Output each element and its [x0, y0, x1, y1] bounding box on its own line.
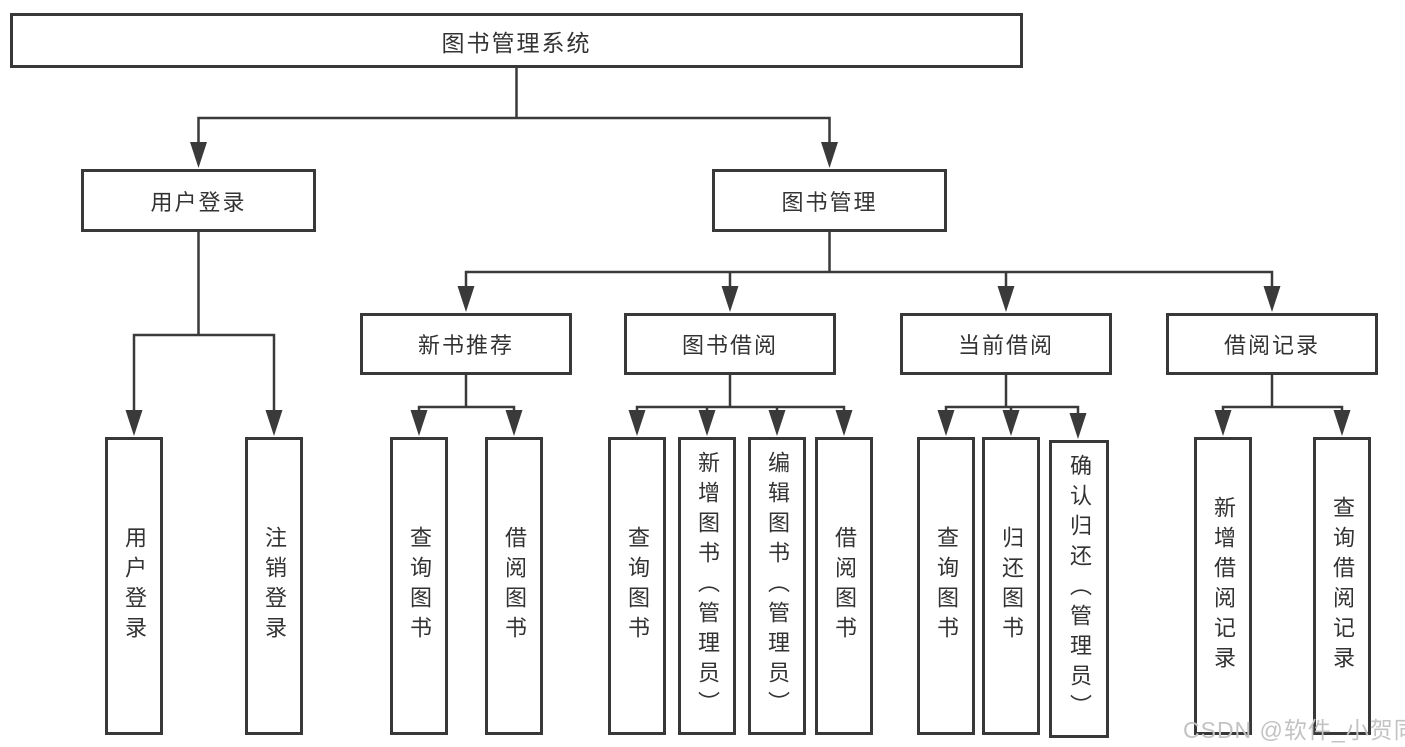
leaf-user-login: 用户登录 [105, 437, 163, 735]
node-book-management: 图书管理 [712, 169, 947, 232]
leaf-edit-books-admin: 编辑图书（管理员） [748, 437, 806, 735]
leaf-label: 编辑图书（管理员） [765, 451, 790, 721]
leaf-query-borrow-record: 查询借阅记录 [1313, 437, 1371, 735]
leaf-query-books-current: 查询图书 [917, 437, 975, 735]
leaf-label: 注销登录 [262, 526, 287, 646]
node-label: 图书管理系统 [441, 29, 592, 56]
leaf-label: 查询图书 [934, 526, 959, 646]
leaf-confirm-return-admin: 确认归还（管理员） [1049, 440, 1109, 738]
leaf-add-borrow-record: 新增借阅记录 [1194, 437, 1252, 735]
leaf-borrow-books: 借阅图书 [815, 437, 873, 735]
node-label: 图书管理 [781, 189, 878, 215]
node-label: 用户登录 [150, 189, 247, 215]
leaf-borrow-books-recommend: 借阅图书 [485, 437, 543, 735]
leaf-label: 确认归还（管理员） [1067, 454, 1092, 724]
node-book-borrowing: 图书借阅 [624, 313, 836, 375]
node-label: 新书推荐 [417, 333, 514, 358]
node-library-management-system: 图书管理系统 [10, 13, 1023, 68]
leaf-add-books-admin: 新增图书（管理员） [678, 437, 736, 735]
node-borrowing-records: 借阅记录 [1166, 313, 1378, 375]
node-label: 借阅记录 [1223, 333, 1320, 358]
leaf-label: 用户登录 [122, 526, 147, 646]
node-current-borrowing: 当前借阅 [900, 313, 1112, 375]
node-user-login: 用户登录 [81, 169, 316, 232]
leaf-label: 新增借阅记录 [1211, 496, 1236, 676]
leaf-logout: 注销登录 [245, 437, 303, 735]
leaf-query-books-recommend: 查询图书 [390, 437, 448, 735]
leaf-label: 查询图书 [407, 526, 432, 646]
node-label: 当前借阅 [957, 333, 1054, 358]
leaf-query-books-borrowing: 查询图书 [608, 437, 666, 735]
node-label: 图书借阅 [681, 333, 778, 358]
leaf-label: 归还图书 [999, 526, 1024, 646]
leaf-label: 借阅图书 [502, 526, 527, 646]
csdn-watermark: CSDN @软件_小贺同学 [1183, 717, 1405, 743]
leaf-label: 查询图书 [625, 526, 650, 646]
leaf-return-books: 归还图书 [982, 437, 1040, 735]
node-new-book-recommendation: 新书推荐 [360, 313, 572, 375]
leaf-label: 新增图书（管理员） [695, 451, 720, 721]
leaf-label: 借阅图书 [832, 526, 857, 646]
leaf-label: 查询借阅记录 [1330, 496, 1355, 676]
